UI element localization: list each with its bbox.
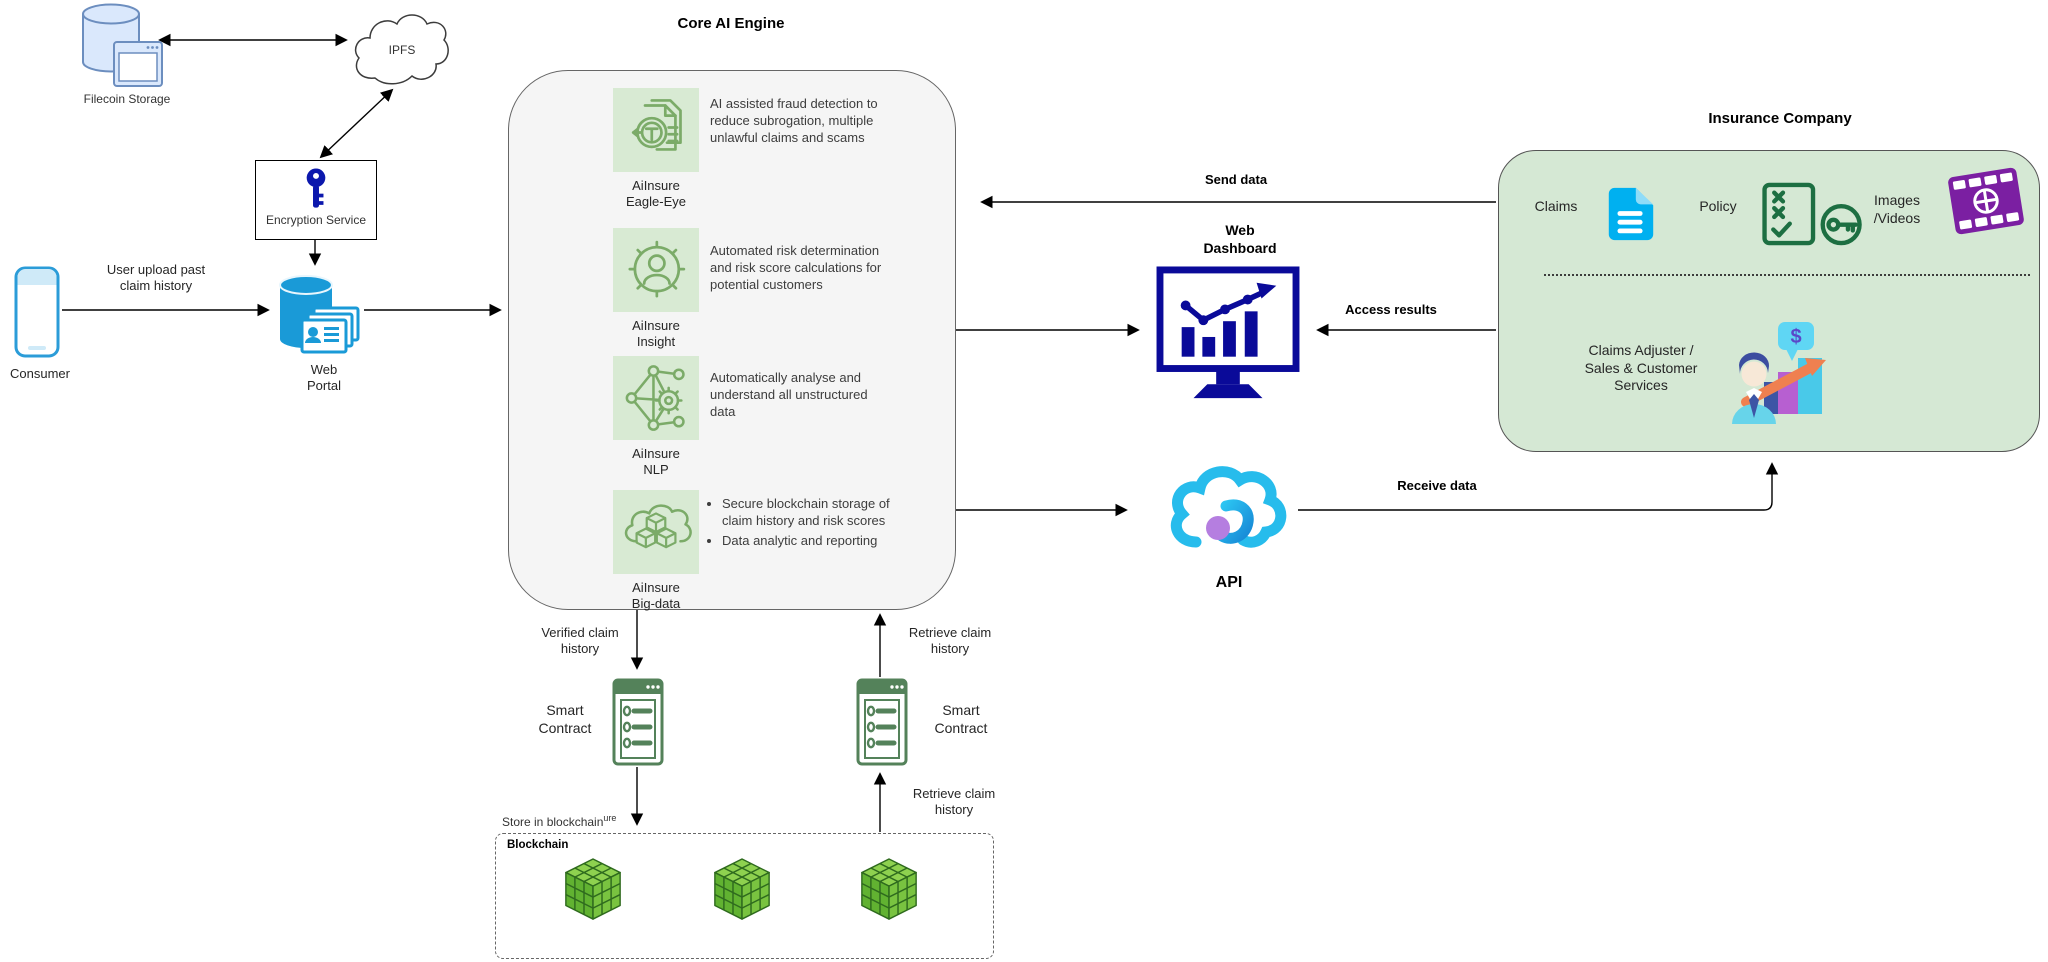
module-insight-label: AiInsure Insight	[632, 318, 680, 350]
module-insight-desc: Automated risk determination and risk sc…	[710, 243, 882, 292]
claims-adjuster-icon: $	[1732, 322, 1826, 424]
verified-claim-label: Verified claim history	[541, 625, 619, 657]
bullet-item: Secure blockchain storage of claim histo…	[722, 496, 957, 530]
upload-claim-label: User upload past claim history	[106, 262, 206, 294]
key-icon	[306, 168, 326, 208]
claims-adjuster-label: Claims Adjuster / Sales & Customer Servi…	[1584, 342, 1698, 393]
film-reel-icon	[1948, 167, 2024, 235]
smart-contract-right-label: Smart Contract	[934, 702, 988, 736]
blockchain-label: Blockchain	[507, 839, 569, 851]
core-ai-engine-box	[508, 70, 956, 610]
store-blockchain-label: Store in blockchainure	[502, 798, 634, 830]
dashboard-monitor-icon	[1156, 266, 1300, 399]
module-eagle-eye-label: AiInsure Eagle-Eye	[626, 178, 686, 210]
ipfs-label: IPFS	[389, 43, 416, 57]
core-ai-engine-title: Core AI Engine	[677, 15, 785, 32]
nlp-network-icon	[613, 356, 699, 440]
policy-checklist-key-icon	[1762, 182, 1862, 246]
bullet-item: Data analytic and reporting	[722, 533, 957, 550]
smart-contract-right-icon	[856, 678, 908, 766]
api-cloud-icon	[1170, 466, 1287, 548]
encryption-service-label: Encryption Service	[265, 213, 367, 227]
fraud-detection-icon	[613, 88, 699, 172]
blockchain-cube-icon	[711, 856, 773, 924]
retrieve-claim-bottom-label: Retrieve claim history	[912, 786, 996, 818]
filecoin-storage-label: Filecoin Storage	[83, 92, 171, 106]
policy-label: Policy	[1699, 198, 1737, 214]
filecoin-storage-icon	[82, 3, 163, 87]
module-eagle-eye-desc: AI assisted fraud detection to reduce su…	[710, 96, 878, 145]
arrow-receive-data	[1298, 462, 1779, 511]
store-overlap-text: ure	[603, 813, 617, 823]
module-nlp-label: AiInsure NLP	[632, 446, 680, 478]
risk-insight-icon	[613, 228, 699, 312]
encryption-service-node: Encryption Service	[255, 160, 377, 240]
send-data-label: Send data	[1204, 172, 1268, 187]
svg-text:$: $	[1790, 326, 1801, 348]
big-data-cloud-icon	[613, 490, 699, 574]
insurance-separator	[1544, 274, 2030, 276]
smart-contract-left-icon	[612, 678, 664, 766]
blockchain-cube-icon	[858, 856, 920, 924]
web-dashboard-label: Web Dashboard	[1203, 222, 1277, 256]
retrieve-claim-top-label: Retrieve claim history	[908, 625, 992, 657]
module-bigdata-label: AiInsure Big-data	[631, 580, 681, 612]
claims-label: Claims	[1534, 198, 1578, 214]
smart-contract-left-label: Smart Contract	[538, 702, 592, 736]
images-videos-label: Images /Videos	[1873, 192, 1921, 226]
web-portal-label: Web Portal	[307, 362, 341, 394]
blockchain-cube-icon	[562, 856, 624, 924]
access-results-label: Access results	[1345, 302, 1437, 317]
api-label: API	[1215, 574, 1243, 591]
ipfs-cloud: IPFS	[354, 14, 449, 85]
store-blockchain-text: Store in blockchain	[502, 815, 604, 829]
module-bigdata-bullets: Secure blockchain storage of claim histo…	[705, 496, 957, 553]
insurance-company-title: Insurance Company	[1708, 110, 1852, 127]
consumer-label: Consumer	[10, 366, 70, 381]
claims-document-icon	[1608, 187, 1654, 241]
receive-data-label: Receive data	[1397, 478, 1477, 493]
web-portal-icon	[279, 275, 360, 354]
arrow-ipfs-encryption	[319, 88, 394, 159]
smartphone-icon	[14, 266, 60, 358]
module-nlp-desc: Automatically analyse and understand all…	[710, 370, 868, 419]
